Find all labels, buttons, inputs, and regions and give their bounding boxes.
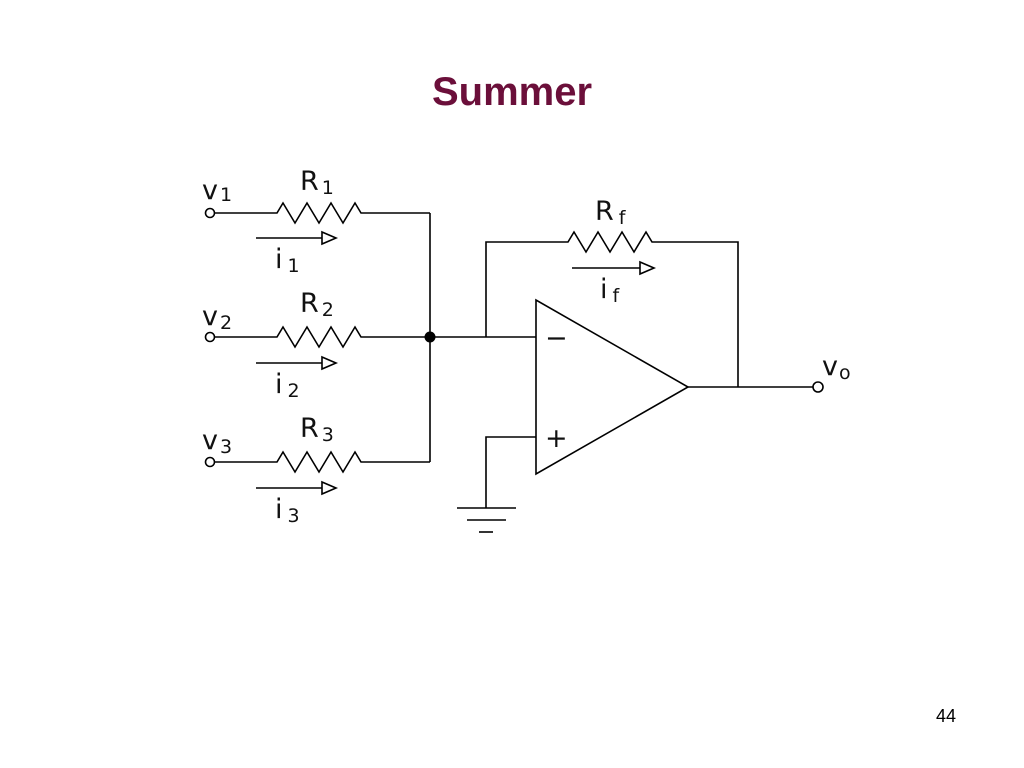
opamp-plus-sign: + [545, 423, 568, 454]
output-terminal-vo [812, 381, 824, 393]
output-vo-sub: o [839, 362, 851, 384]
svg-text:i3: i3 [275, 494, 300, 527]
current-i2-sub: 2 [288, 380, 300, 402]
input-terminal-v2 [204, 331, 216, 343]
input-terminal-v1 [204, 207, 216, 219]
page-number: 44 [936, 706, 957, 726]
current-i1-sub: 1 [288, 255, 300, 277]
resistor-r2 [214, 325, 430, 349]
input-v3-sub: 3 [220, 436, 232, 458]
noninverting-input-wire [485, 436, 536, 508]
svg-text:i1: i1 [275, 244, 300, 277]
current-i1-label: i [275, 244, 283, 275]
feedback-current-sub: f [613, 285, 621, 307]
resistor-r2-sub: 2 [322, 299, 334, 321]
slide-title: Summer [431, 70, 593, 114]
svg-text:v1: v1 [202, 175, 232, 206]
svg-text:i2: i2 [275, 369, 300, 402]
feedback-current-label: i [600, 274, 608, 305]
svg-text:v2: v2 [202, 301, 232, 334]
svg-text:if: if [600, 274, 621, 307]
current-arrow-i2 [256, 355, 339, 371]
resistor-r3-label: R [300, 413, 319, 444]
input-terminal-v3 [204, 456, 216, 468]
feedback-resistor-sub: f [619, 207, 627, 229]
summing-node-dot [424, 331, 436, 343]
input-v3-label: v [202, 425, 218, 456]
resistor-r2-label: R [300, 288, 319, 319]
current-arrow-i1 [256, 230, 339, 246]
resistor-r3-sub: 3 [322, 424, 334, 446]
svg-text:v3: v3 [202, 425, 232, 458]
output-vo-label: v [822, 351, 838, 382]
feedback-resistor-rf [485, 230, 739, 387]
svg-text:R3: R3 [300, 413, 334, 446]
resistor-r1-sub: 1 [322, 177, 334, 199]
feedback-resistor-label: R [595, 196, 614, 227]
current-i3-label: i [275, 494, 283, 525]
resistor-r3 [214, 450, 430, 474]
svg-text:vo: vo [822, 351, 851, 384]
input-v1-sub: 1 [220, 184, 232, 206]
svg-text:R2: R2 [300, 288, 334, 321]
resistor-r1 [214, 201, 430, 225]
input-v2-label: v [202, 301, 218, 332]
resistor-r1-label: R [300, 166, 319, 197]
current-i2-label: i [275, 369, 283, 400]
svg-text:Rf: Rf [595, 196, 627, 229]
ground-connection [457, 436, 536, 533]
input-v1-label: v [202, 175, 218, 206]
svg-text:R1: R1 [300, 166, 334, 199]
current-arrow-i3 [256, 480, 339, 496]
opamp-minus-sign: − [545, 323, 568, 354]
current-arrow-if [572, 260, 657, 276]
opamp: − + [535, 298, 690, 476]
output-branch: vo [688, 351, 851, 393]
opamp-triangle [535, 298, 690, 476]
input-v2-sub: 2 [220, 312, 232, 334]
current-i3-sub: 3 [288, 505, 300, 527]
